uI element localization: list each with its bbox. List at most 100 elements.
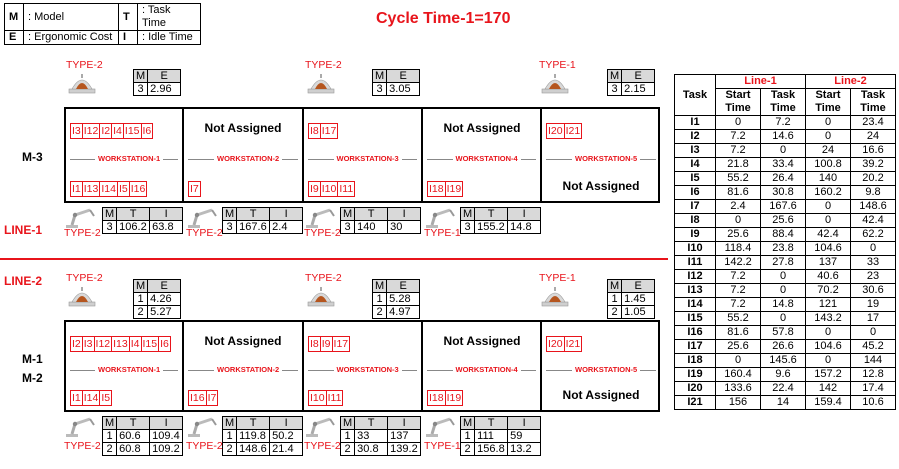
header-i: I [508, 417, 541, 430]
model-cell: 2 [134, 306, 148, 319]
header-i: I [150, 208, 183, 221]
workstation-label: WORKSTATION-1 [95, 365, 163, 374]
l2-start-header: Start [806, 89, 851, 103]
value-cell: 100.8 [806, 158, 851, 172]
spacer [356, 70, 373, 83]
legend-key-m: M [5, 4, 24, 31]
value-cell: 17.4 [851, 382, 896, 396]
value-cell: 12.8 [851, 368, 896, 382]
value-cell: 167.6 [761, 200, 806, 214]
table-row: I127.2040.623 [675, 270, 896, 284]
header-m: M [341, 208, 355, 221]
robot-type-label: TYPE-2 [304, 227, 341, 239]
header-e: E [148, 280, 181, 293]
header-m: M [373, 280, 387, 293]
value-cell: 70.2 [806, 284, 851, 298]
spacer [591, 280, 608, 293]
line2-label: LINE-2 [4, 274, 42, 288]
idle-time-cell: 63.8 [150, 221, 183, 234]
header-m: M [223, 417, 237, 430]
value-cell: 0 [806, 116, 851, 130]
value-cell: 57.8 [761, 326, 806, 340]
spacer [591, 306, 608, 319]
header-t: T [475, 208, 508, 221]
model-cell: 3 [341, 221, 355, 234]
spacer [356, 306, 373, 319]
task-time-cell: 119.8 [237, 430, 270, 443]
task-chip: I7 [188, 181, 201, 197]
task-time-cell: 30.8 [355, 443, 388, 456]
spacer [356, 293, 373, 306]
value-cell: 137 [806, 256, 851, 270]
task-id-cell: I11 [675, 256, 716, 270]
line-board: WORKSTATION-1I2I3I12I13I4I15I6I1I14I5WOR… [64, 320, 660, 412]
task-chip: I16 [129, 181, 148, 197]
task-time-cell: 140 [355, 221, 388, 234]
ergonomic-cost-cell: 4.26 [148, 293, 181, 306]
model-cell: 2 [103, 443, 117, 456]
value-cell: 0 [761, 270, 806, 284]
value-cell: 156 [716, 396, 761, 410]
l2-start-time-header: Time [806, 102, 851, 116]
value-cell: 104.6 [806, 242, 851, 256]
header-t: T [117, 208, 150, 221]
value-cell: 7.2 [716, 270, 761, 284]
workstation-label: WORKSTATION-1 [95, 154, 163, 163]
helmet-type-label: TYPE-2 [66, 272, 103, 284]
value-cell: 30.6 [851, 284, 896, 298]
robot-arm-icon [304, 416, 338, 438]
model-cell: 2 [461, 443, 475, 456]
model-cell: 1 [461, 430, 475, 443]
cycle-time-title: Cycle Time-1=170 [376, 10, 510, 28]
value-cell: 0 [806, 214, 851, 228]
robot-type-label: TYPE-1 [424, 227, 461, 239]
value-cell: 20.2 [851, 172, 896, 186]
value-cell: 25.6 [716, 228, 761, 242]
task-id-cell: I16 [675, 326, 716, 340]
value-cell: 30.8 [761, 186, 806, 200]
robot-arm-icon [186, 416, 220, 438]
ergonomic-cost-cell: 1.05 [622, 306, 655, 319]
task-chip: I19 [445, 390, 464, 406]
not-assigned-label: Not Assigned [542, 388, 660, 402]
ergonomic-cost-table: ME15.2824.97 [356, 279, 420, 319]
robot-type-label: TYPE-1 [424, 440, 461, 452]
task-chip: I19 [445, 181, 464, 197]
l1-task-time-header: Time [761, 102, 806, 116]
ergonomic-cost-table: ME11.4521.05 [591, 279, 655, 319]
task-chip: I17 [332, 336, 351, 352]
idle-time-cell: 50.2 [270, 430, 303, 443]
task-id-cell: I4 [675, 158, 716, 172]
value-cell: 27.8 [761, 256, 806, 270]
value-cell: 26.6 [761, 340, 806, 354]
model-cell: 1 [373, 293, 387, 306]
task-chip: I10 [308, 390, 327, 406]
legend-value-ergonomic-cost: : Ergonomic Cost [24, 31, 119, 45]
idle-time-cell: 13.2 [508, 443, 541, 456]
helmet-icon [68, 73, 96, 95]
value-cell: 24 [806, 144, 851, 158]
header-i: I [388, 417, 421, 430]
value-cell: 55.2 [716, 172, 761, 186]
value-cell: 24 [851, 130, 896, 144]
header-m: M [373, 70, 387, 83]
legend-key-i: I [119, 31, 138, 45]
task-group: I8I9I17 [308, 336, 350, 352]
legend-key-t: T [119, 4, 138, 31]
task-id-cell: I7 [675, 200, 716, 214]
task-time-cell: 33 [355, 430, 388, 443]
legend-value-idle-time: : Idle Time [138, 31, 201, 45]
value-cell: 23.4 [851, 116, 896, 130]
value-cell: 145.6 [761, 354, 806, 368]
task-group: I20I21 [546, 123, 582, 139]
header-i: I [270, 208, 303, 221]
value-cell: 62.2 [851, 228, 896, 242]
task-chip: I14 [99, 181, 118, 197]
helmet-type-label: TYPE-1 [539, 59, 576, 71]
task-id-cell: I18 [675, 354, 716, 368]
header-m: M [608, 280, 622, 293]
spacer [117, 70, 134, 83]
